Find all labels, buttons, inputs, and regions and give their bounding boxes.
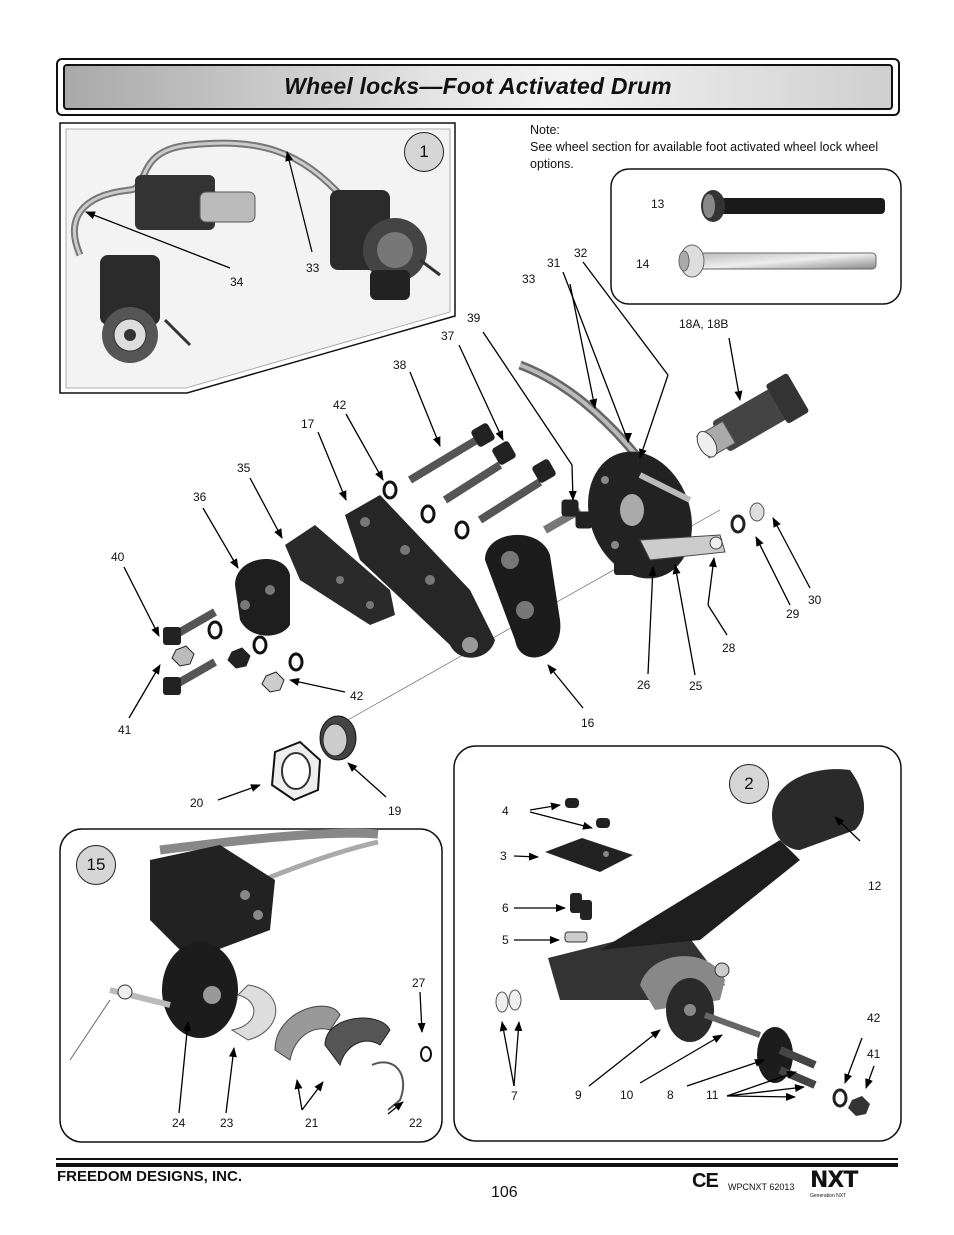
callout-8: 8: [667, 1088, 674, 1102]
callout-17: 17: [301, 417, 315, 431]
callout-14: 14: [636, 257, 650, 271]
callout-16: 16: [581, 716, 595, 730]
callout-7: 7: [511, 1089, 518, 1103]
callout-32: 32: [574, 246, 588, 260]
callout-13: 13: [651, 197, 665, 211]
detail-2-leader-lines: [499, 802, 875, 1101]
callout-34: 34: [230, 275, 244, 289]
detail-15-frame: [59, 828, 443, 1143]
callout-22: 22: [409, 1116, 423, 1130]
callout-18a-18b: 18A, 18B: [679, 317, 729, 331]
callout-42-bottom: 42: [350, 689, 364, 703]
footer-rules: [56, 1158, 898, 1167]
page-number: 106: [491, 1184, 518, 1201]
callout-26: 26: [637, 678, 651, 692]
callout-30: 30: [808, 593, 822, 607]
note-text: See wheel section for available foot act…: [530, 140, 879, 171]
detail-number-1: 1: [404, 132, 444, 172]
document-code: WPCNXT 62013: [728, 1182, 795, 1192]
callout-28: 28: [722, 641, 736, 655]
main-exploded-assembly: [163, 360, 809, 802]
detail-number-15: 15: [76, 845, 116, 885]
title-banner: Wheel locks—Foot Activated Drum: [56, 58, 900, 116]
callout-6: 6: [502, 901, 509, 915]
callout-5: 5: [502, 933, 509, 947]
callout-38: 38: [393, 358, 407, 372]
callout-39: 39: [467, 311, 481, 325]
callout-33-main: 33: [522, 272, 536, 286]
callout-37: 37: [441, 329, 455, 343]
callout-40: 40: [111, 550, 125, 564]
callout-29: 29: [786, 607, 800, 621]
callout-9: 9: [575, 1088, 582, 1102]
callout-10: 10: [620, 1088, 634, 1102]
callout-20: 20: [190, 796, 204, 810]
callout-27: 27: [412, 976, 426, 990]
detail-number-2: 2: [729, 764, 769, 804]
detail-1-assembly-illustration: [71, 139, 441, 363]
callout-36: 36: [193, 490, 207, 504]
nxt-logo-subtitle: Generation NXT: [810, 1193, 847, 1199]
main-leader-lines: [123, 261, 811, 801]
callout-33: 33: [306, 261, 320, 275]
nxt-logo: NXT: [810, 1168, 858, 1193]
detail-2-frame: [453, 745, 902, 1142]
axle-pins-box: [610, 168, 902, 305]
note-block: Note: See wheel section for available fo…: [530, 122, 900, 173]
callout-35: 35: [237, 461, 251, 475]
callout-11: 11: [706, 1088, 719, 1102]
callout-42-top: 42: [333, 398, 347, 412]
callout-42-detail-2: 42: [867, 1011, 881, 1025]
callout-24: 24: [172, 1116, 186, 1130]
callout-41-detail-2: 41: [867, 1047, 881, 1061]
note-label: Note:: [530, 123, 560, 137]
callout-4: 4: [502, 804, 509, 818]
detail-15-leader-lines: [178, 991, 426, 1115]
ce-mark-icon: CE: [692, 1170, 719, 1192]
callout-12: 12: [868, 879, 882, 893]
footer-company-name: FREEDOM DESIGNS, INC.: [57, 1168, 243, 1185]
page-title: Wheel locks—Foot Activated Drum: [284, 73, 672, 99]
callout-3: 3: [500, 849, 507, 863]
callout-19: 19: [388, 804, 402, 818]
callout-41: 41: [118, 723, 132, 737]
callout-31: 31: [547, 256, 561, 270]
callout-25: 25: [689, 679, 703, 693]
callout-23: 23: [220, 1116, 234, 1130]
callout-21: 21: [305, 1116, 319, 1130]
detail-1-leader-lines: [85, 151, 313, 269]
title-banner-inner: Wheel locks—Foot Activated Drum: [63, 64, 893, 110]
